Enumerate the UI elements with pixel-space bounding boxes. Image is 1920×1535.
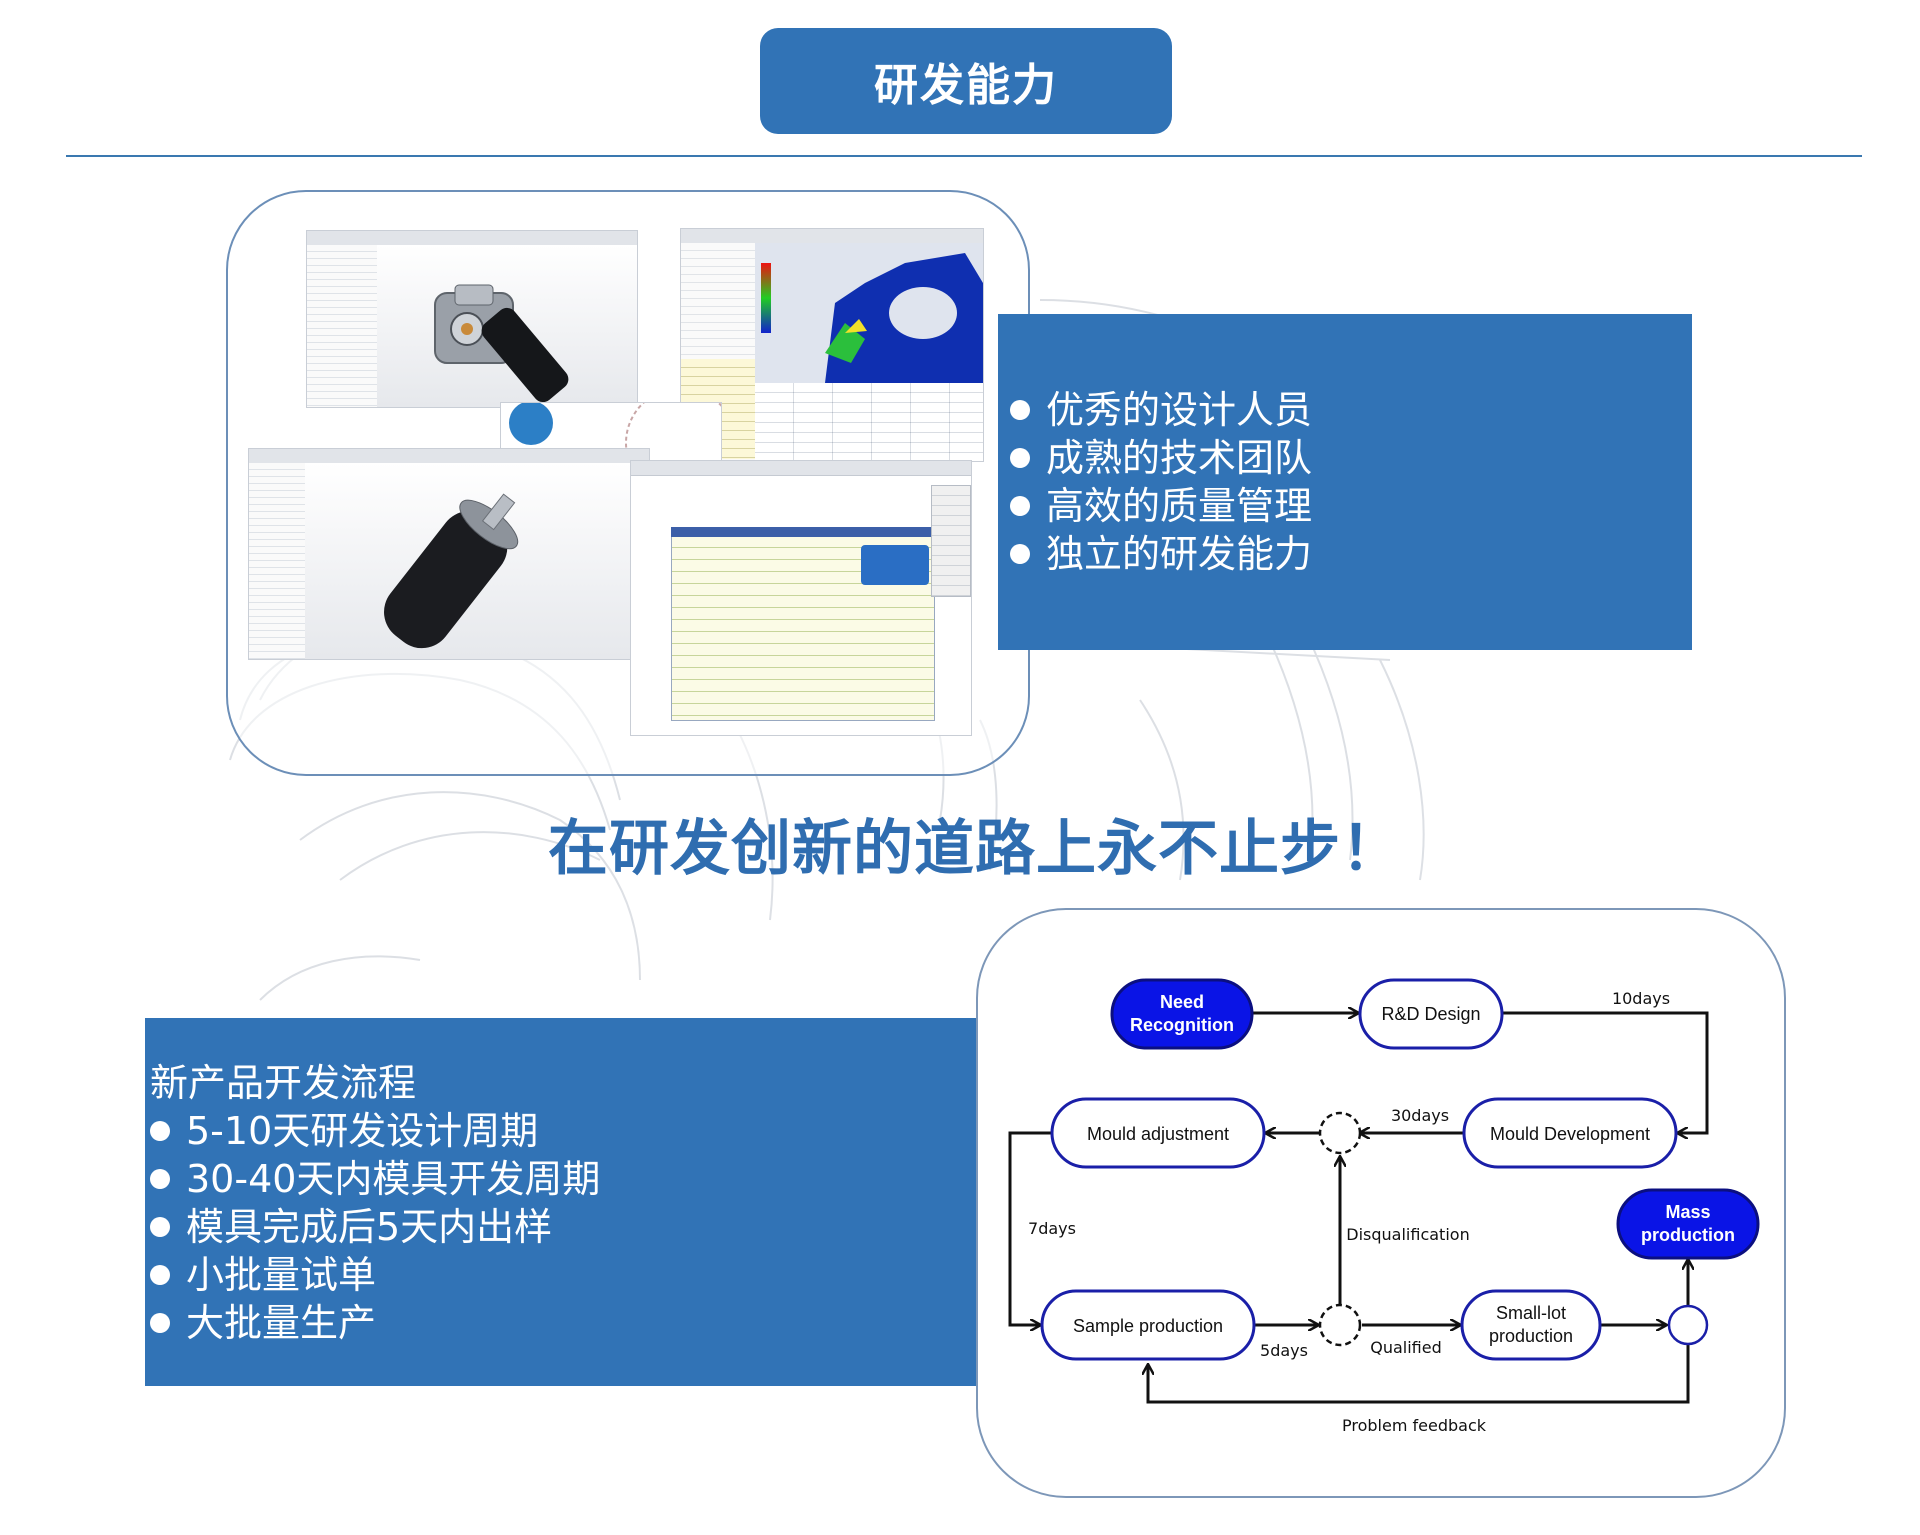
svg-text:Mould adjustment: Mould adjustment xyxy=(1087,1124,1229,1144)
edge-problem-feedback xyxy=(1148,1345,1690,1404)
gear-calc-screenshot xyxy=(630,460,972,736)
process-heading: 新产品开发流程 xyxy=(150,1061,417,1105)
slogan: 在研发创新的道路上永不止步！ xyxy=(548,814,1402,884)
process-item-text: 大批量生产 xyxy=(186,1301,377,1345)
svg-text:Sample production: Sample production xyxy=(1073,1316,1223,1336)
label-10days: 10days xyxy=(1612,989,1670,1008)
capability-text: 独立的研发能力 xyxy=(1046,532,1313,576)
svg-text:production: production xyxy=(1641,1225,1735,1245)
node-mass-production: Mass production xyxy=(1616,1188,1760,1260)
label-7days: 7days xyxy=(1028,1219,1076,1238)
node-mould-adjustment: Mould adjustment xyxy=(1050,1097,1266,1169)
decision-node xyxy=(1318,1111,1362,1155)
node-rd-design: R&D Design xyxy=(1358,978,1504,1050)
node-small-lot-production: Small-lot production xyxy=(1460,1289,1602,1361)
process-item: 30-40天内模具开发周期 xyxy=(150,1156,600,1202)
capability-text: 成熟的技术团队 xyxy=(1046,436,1313,480)
label-5days: 5days xyxy=(1260,1341,1308,1360)
svg-text:Mould Development: Mould Development xyxy=(1490,1124,1650,1144)
capability-item: 成熟的技术团队 xyxy=(1010,435,1312,481)
svg-text:Small-lot: Small-lot xyxy=(1496,1303,1566,1323)
gearbox-model-image xyxy=(434,284,569,403)
node-mould-development: Mould Development xyxy=(1462,1097,1678,1169)
cad-screenshot-gearbox xyxy=(306,230,638,408)
process-item: 5-10天研发设计周期 xyxy=(150,1108,538,1154)
label-problem-feedback: Problem feedback xyxy=(1342,1416,1487,1435)
edge-mould-adj-to-sample xyxy=(1008,1131,1052,1325)
svg-text:R&D Design: R&D Design xyxy=(1381,1004,1480,1024)
merge-node xyxy=(1667,1304,1709,1346)
cad-screenshot-motor xyxy=(248,448,650,660)
process-item-text: 30-40天内模具开发周期 xyxy=(186,1157,601,1201)
capability-item: 高效的质量管理 xyxy=(1010,483,1312,529)
label-30days: 30days xyxy=(1391,1106,1449,1125)
svg-text:Mass: Mass xyxy=(1665,1202,1710,1222)
process-item: 大批量生产 xyxy=(150,1300,376,1346)
process-item: 模具完成后5天内出样 xyxy=(150,1204,552,1250)
edge-rd-to-mould-dev xyxy=(1502,1011,1709,1133)
label-qualified: Qualified xyxy=(1370,1338,1442,1357)
page-title: 研发能力 xyxy=(760,28,1172,134)
node-sample-production: Sample production xyxy=(1040,1289,1256,1361)
svg-text:Recognition: Recognition xyxy=(1130,1015,1234,1035)
process-item-text: 模具完成后5天内出样 xyxy=(186,1205,553,1249)
capability-text: 高效的质量管理 xyxy=(1046,484,1313,528)
motor-model-image xyxy=(384,493,519,649)
capability-item: 优秀的设计人员 xyxy=(1010,387,1312,433)
process-item-text: 5-10天研发设计周期 xyxy=(186,1109,539,1153)
decision-node xyxy=(1318,1303,1362,1347)
svg-text:production: production xyxy=(1489,1326,1573,1346)
capability-item: 独立的研发能力 xyxy=(1010,531,1312,577)
gear-stress-image xyxy=(755,243,983,383)
capability-text: 优秀的设计人员 xyxy=(1046,388,1313,432)
node-need-recognition: Need Recognition xyxy=(1110,978,1254,1050)
process-item: 小批量试单 xyxy=(150,1252,376,1298)
capabilities-panel xyxy=(998,314,1692,650)
svg-text:Need: Need xyxy=(1160,992,1204,1012)
title-divider xyxy=(66,155,1862,157)
label-disqualification: Disqualification xyxy=(1346,1225,1469,1244)
process-item-text: 小批量试单 xyxy=(186,1253,377,1297)
development-process-panel xyxy=(145,1018,997,1386)
